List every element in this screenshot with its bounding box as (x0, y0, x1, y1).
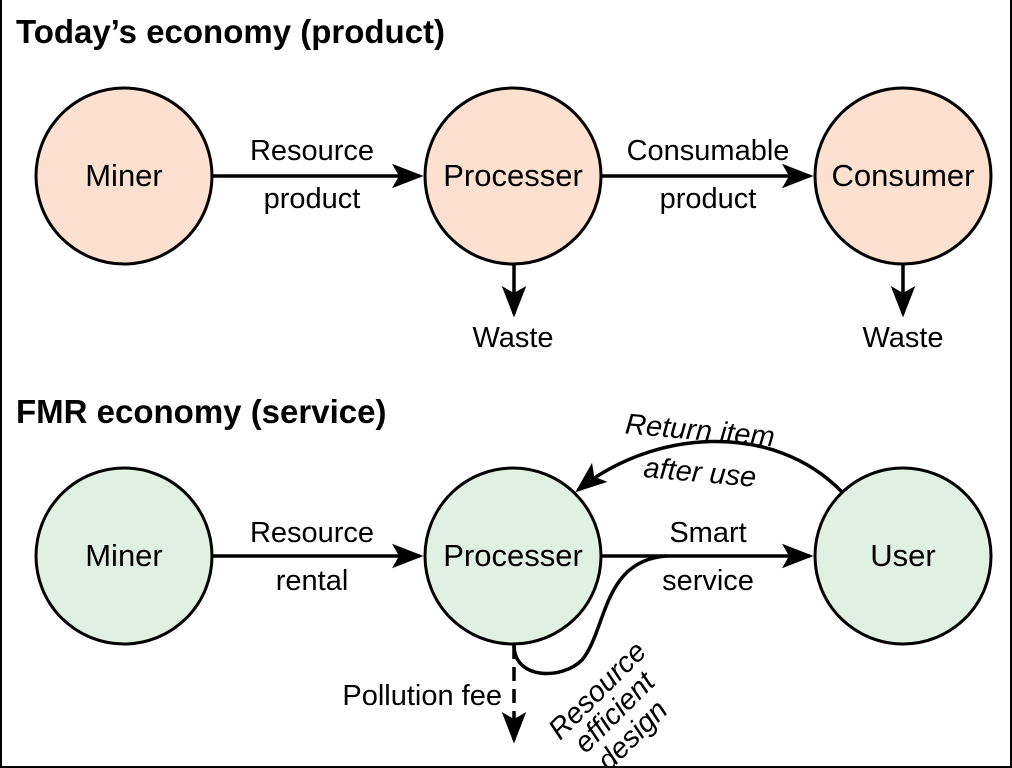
fmr-edge-return-item (575, 439, 844, 494)
return-label-line1: Return item (624, 409, 776, 454)
waste-label: Waste (862, 322, 943, 354)
node-label: Processer (443, 538, 583, 573)
node-circle (423, 86, 603, 266)
fmr-section-title: FMR economy (service) (16, 393, 386, 430)
today-section-title: Today’s economy (product) (16, 13, 445, 50)
edge-label-product: product (264, 183, 361, 215)
fmr-edge-resource-efficient-design (512, 554, 668, 676)
edge-label-smart: Smart (669, 517, 746, 549)
node-circle (813, 466, 993, 646)
edge-label-service: service (662, 565, 754, 597)
node-label: User (870, 538, 935, 573)
node-label: Miner (85, 158, 163, 193)
fmr-node-miner: Miner (34, 466, 214, 646)
today-node-miner: Miner (34, 86, 214, 266)
edge-label-resource: Resource (250, 517, 374, 549)
today-node-consumer: Consumer (813, 86, 993, 266)
node-circle (423, 466, 603, 646)
today-node-processer: Processer (423, 86, 603, 266)
edge-label-product: product (660, 183, 757, 215)
fmr-node-user: User (813, 466, 993, 646)
node-label: Consumer (832, 158, 975, 193)
node-label: Miner (85, 538, 163, 573)
node-circle (813, 86, 993, 266)
node-circle (34, 466, 214, 646)
return-label-line2: after use (642, 452, 757, 494)
node-circle (34, 86, 214, 266)
node-label: Processer (443, 158, 583, 193)
fmr-node-processer: Processer (423, 466, 603, 646)
edge-label-rental: rental (276, 565, 349, 597)
edge-label-resource: Resource (250, 135, 374, 167)
waste-label: Waste (472, 322, 553, 354)
edge-label-consumable: Consumable (627, 135, 790, 167)
pollution-fee-label: Pollution fee (342, 680, 502, 712)
